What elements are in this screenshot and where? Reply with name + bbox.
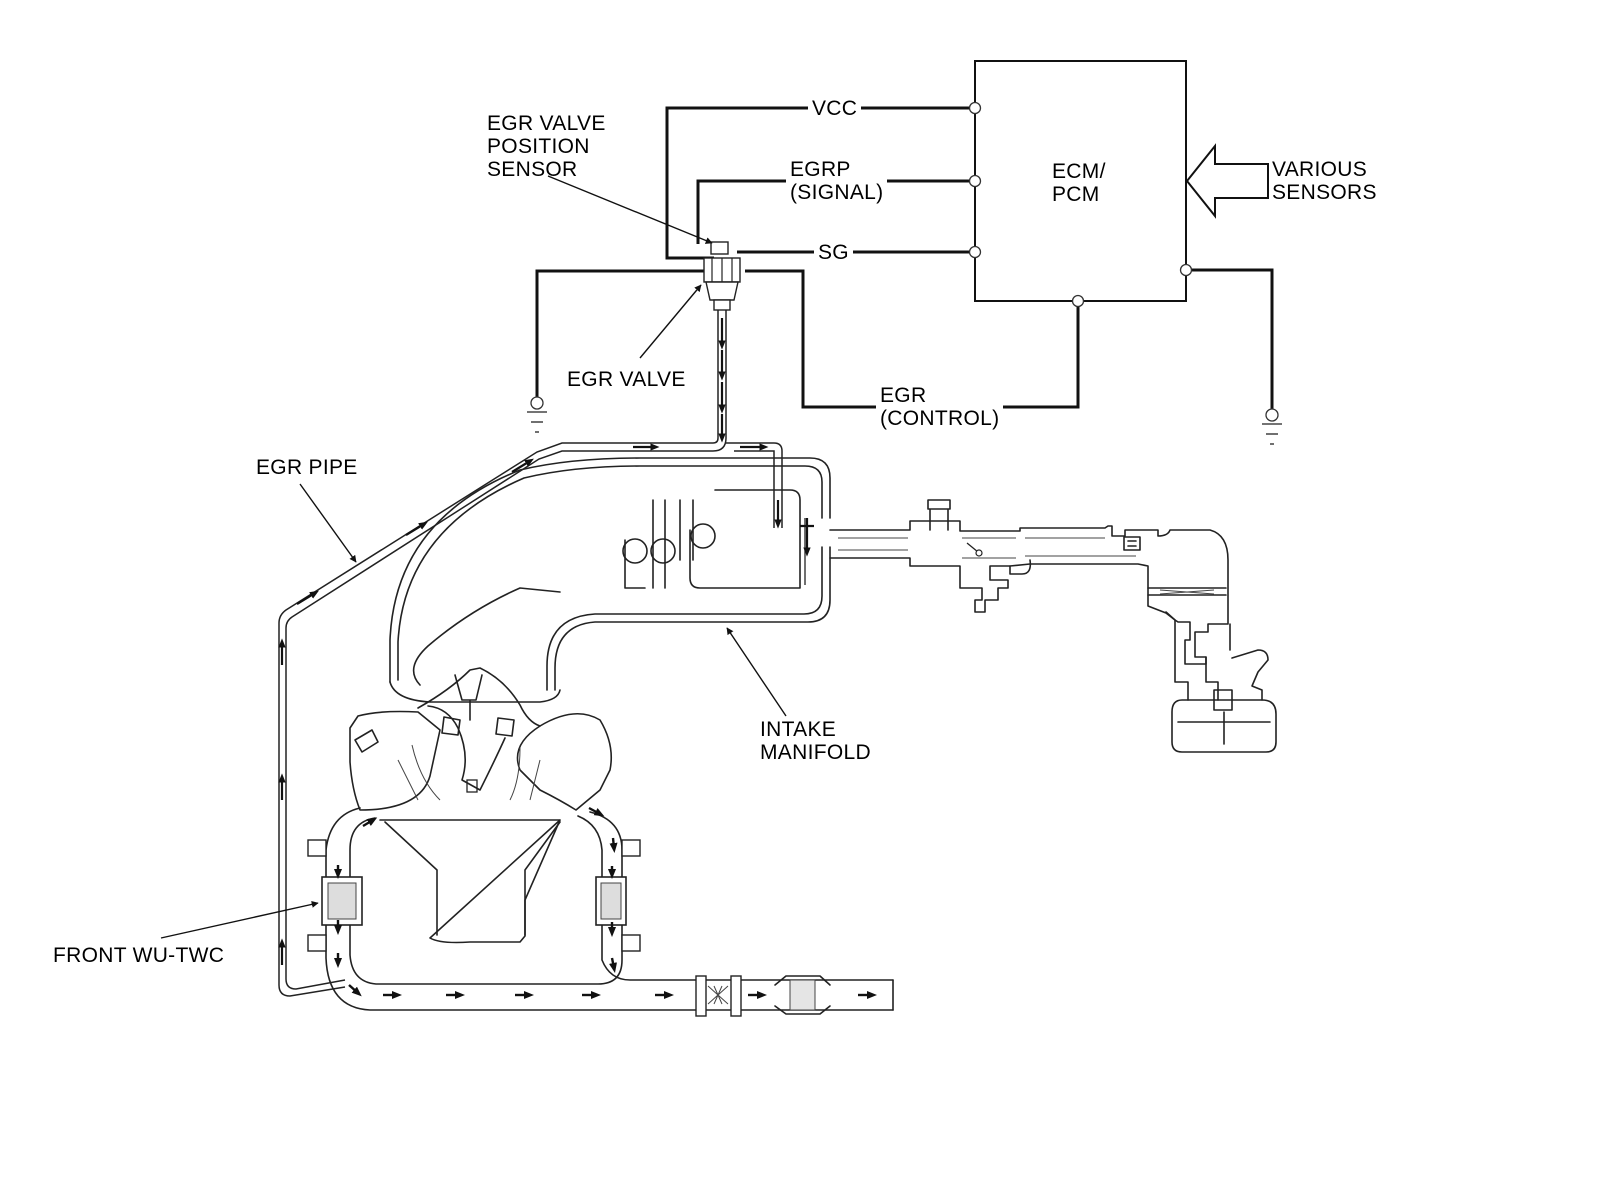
egr-pipe-label: EGR PIPE — [256, 456, 358, 479]
egr-valve-position-sensor-label-line: POSITION — [487, 135, 590, 158]
exhaust-system — [307, 806, 894, 1017]
ground-out-pin — [1179, 263, 1193, 277]
ecm-pins — [968, 101, 1193, 308]
vcc-pin — [968, 101, 982, 115]
ecm-pcm-box — [974, 60, 1187, 302]
egr-control-wire — [745, 269, 1080, 409]
various-sensors-label: VARIOUS SENSORS — [1272, 158, 1377, 204]
intake-manifold — [389, 457, 831, 703]
egr-valve-position-sensor-label-line: SENSOR — [487, 158, 578, 181]
intake-duct — [829, 499, 1277, 753]
intake-manifold-label-line: INTAKE — [760, 718, 837, 741]
egr-valve-position-sensor-label: EGR VALVE POSITION SENSOR — [487, 112, 606, 181]
egr-pipe-label-text: EGR PIPE — [256, 456, 358, 479]
egr-valve-position-sensor-label-line: EGR VALVE — [487, 112, 606, 135]
egr-valve-label-text: EGR VALVE — [567, 368, 686, 391]
leader-lines — [160, 175, 787, 939]
ecm-pcm-label: ECM/ PCM — [1052, 160, 1106, 206]
egrp-label-line: (SIGNAL) — [790, 181, 884, 204]
intake-manifold-label-line: MANIFOLD — [760, 741, 871, 764]
front-wu-twc-label-text: FRONT WU-TWC — [53, 944, 225, 967]
egr-valve-label: EGR VALVE — [567, 368, 686, 391]
valve-ground-wire — [535, 269, 710, 403]
vcc-label: VCC — [808, 97, 862, 120]
intake-manifold-label: INTAKE MANIFOLD — [760, 718, 871, 764]
egr-control-label-line: (CONTROL) — [880, 407, 1000, 430]
sg-label: SG — [814, 241, 853, 264]
various-sensors-arrow-icon — [1185, 143, 1269, 219]
egrp-signal-label: EGRP (SIGNAL) — [786, 158, 888, 204]
ecm-ground-wire — [1186, 268, 1274, 412]
egrp-pin — [968, 174, 982, 188]
egr-control-label-line: EGR — [880, 384, 927, 407]
egr-control-pin — [1071, 294, 1085, 308]
sg-label-text: SG — [818, 241, 849, 264]
ecm-pcm-label-line: PCM — [1052, 183, 1100, 206]
egr-valve-assembly — [703, 241, 741, 311]
vcc-label-text: VCC — [812, 97, 858, 120]
ground-icon — [1262, 408, 1282, 445]
ground-icon — [527, 396, 547, 433]
front-wu-twc-label: FRONT WU-TWC — [53, 944, 224, 967]
ecm-pcm-label-line: ECM/ — [1052, 160, 1106, 183]
various-sensors-label-line: SENSORS — [1272, 181, 1377, 204]
sg-pin — [968, 245, 982, 259]
egr-control-label: EGR (CONTROL) — [876, 384, 1004, 430]
various-sensors-label-line: VARIOUS — [1272, 158, 1368, 181]
egrp-label-line: EGRP — [790, 158, 851, 181]
egr-pipe — [278, 310, 783, 997]
engine — [349, 667, 613, 944]
